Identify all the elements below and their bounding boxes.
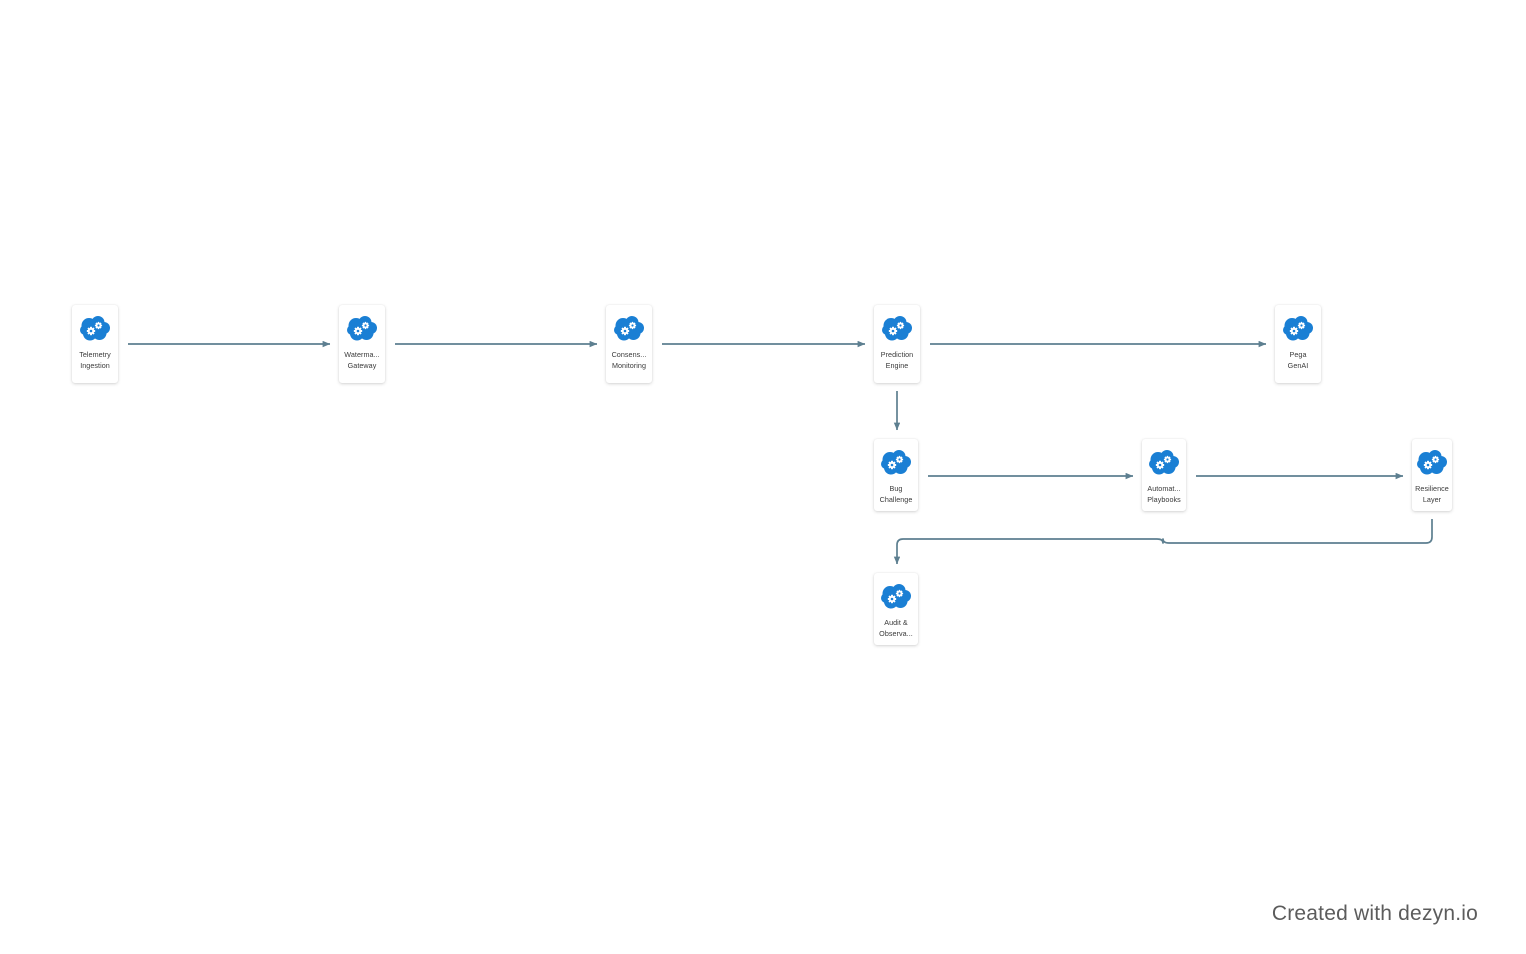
node-telemetry-ingestion[interactable]: Telemetry Ingestion: [72, 305, 118, 383]
watermark-label: Created with dezyn.io: [1271, 902, 1478, 925]
cloud-gears-icon: [1149, 450, 1179, 475]
cloud-gears-icon: [881, 450, 911, 475]
node-prediction-engine[interactable]: Prediction Engine: [874, 305, 920, 383]
node-consensus-monitoring[interactable]: Consens... Monitoring: [606, 305, 652, 383]
node-watermark-gateway[interactable]: Waterma... Gateway: [339, 305, 385, 383]
node-bug-challenge[interactable]: Bug Challenge: [874, 439, 918, 511]
node-label-bug-challenge: Bug Challenge: [879, 484, 913, 504]
cloud-gears-icon: [614, 316, 644, 341]
node-label-telemetry-ingestion: Telemetry Ingestion: [79, 350, 111, 370]
node-label-consensus-monitoring: Consens... Monitoring: [611, 350, 647, 370]
cloud-gears-icon: [882, 316, 912, 341]
node-label-prediction-engine: Prediction Engine: [880, 350, 914, 370]
cloud-gears-icon: [80, 316, 110, 341]
node-label-automation-playbooks: Automat... Playbooks: [1147, 484, 1181, 504]
node-label-audit-observability: Audit & Observa...: [879, 618, 913, 638]
cloud-gears-icon: [347, 316, 377, 341]
node-label-pega-genai: Pega GenAI: [1287, 350, 1309, 370]
node-audit-observability[interactable]: Audit & Observa...: [874, 573, 918, 645]
node-label-watermark-gateway: Waterma... Gateway: [344, 350, 380, 370]
edge-resilience-to-audit: [893, 519, 1433, 565]
node-pega-genai[interactable]: Pega GenAI: [1275, 305, 1321, 383]
node-resilience-layer[interactable]: Resilience Layer: [1412, 439, 1452, 511]
node-automation-playbooks[interactable]: Automat... Playbooks: [1142, 439, 1186, 511]
node-label-resilience-layer: Resilience Layer: [1415, 484, 1449, 504]
cloud-gears-icon: [1283, 316, 1313, 341]
edge-group: [128, 340, 1433, 565]
cloud-gears-icon: [881, 584, 911, 609]
cloud-gears-icon: [1417, 450, 1447, 475]
